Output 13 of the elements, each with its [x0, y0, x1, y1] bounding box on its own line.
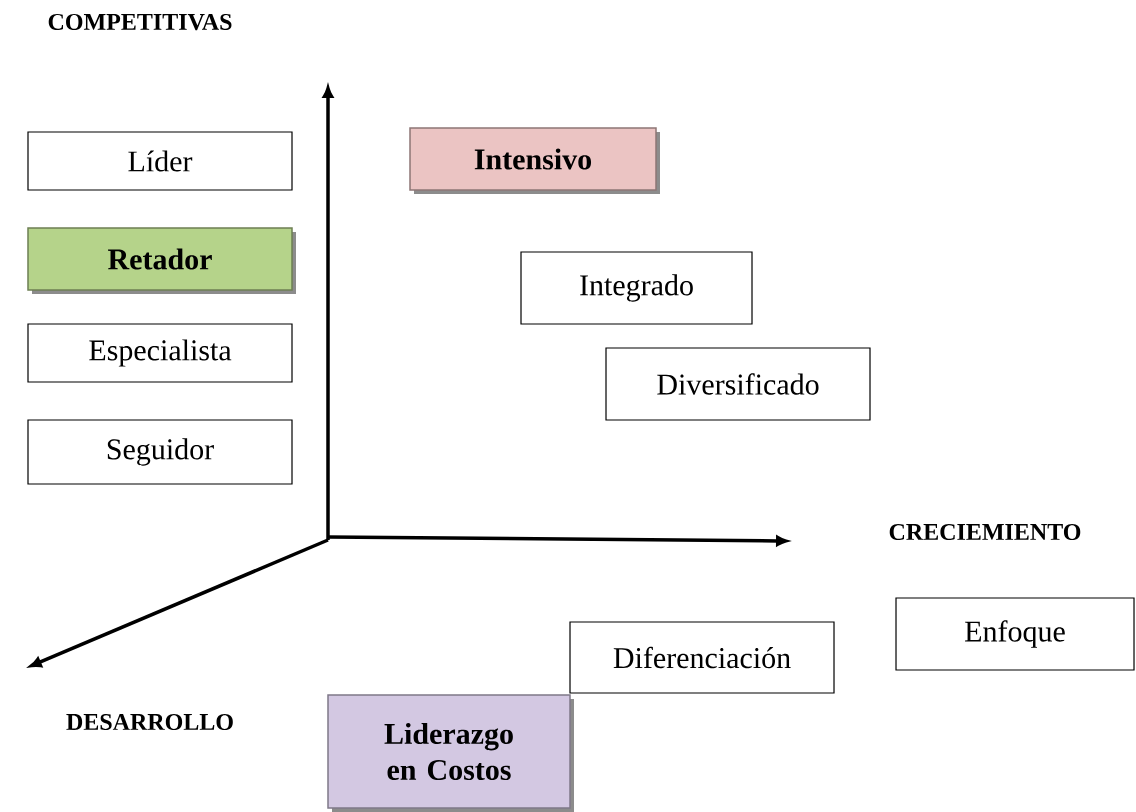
text-box: Seguidor	[27, 419, 293, 485]
text-box: Intensivo	[409, 127, 660, 194]
text-box: Retador	[27, 227, 296, 294]
text-box: Liderazgo en Costos	[327, 694, 574, 812]
axis-label: CRECIEMIENTO	[889, 523, 1081, 541]
text-box: Especialista	[27, 323, 293, 383]
text-box: Integrado	[520, 251, 753, 325]
axis-label: COMPETITIVAS	[48, 13, 232, 31]
text-box: Diversificado	[605, 347, 871, 421]
text-box: Diferenciación	[569, 621, 835, 694]
text-box: Líder	[27, 131, 293, 191]
axis-label: DESARROLLO	[66, 713, 233, 731]
text-box: Enfoque	[895, 597, 1135, 671]
